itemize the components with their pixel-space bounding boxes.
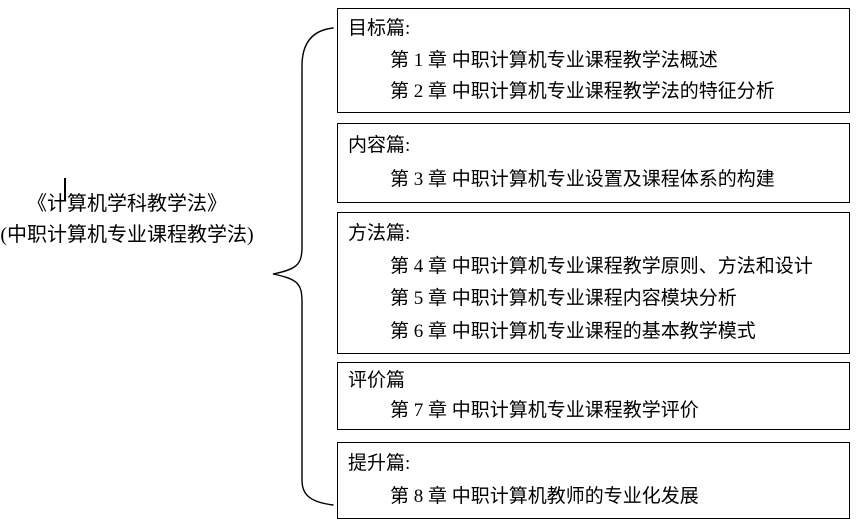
text-caret — [64, 178, 66, 200]
book-title-line1: 《计算机学科教学法》 — [27, 193, 227, 215]
chapter-line: 第 3 章 中职计算机专业设置及课程体系的构建 — [390, 168, 775, 190]
section-box: 目标篇: 第 1 章 中职计算机专业课程教学法概述第 2 章 中职计算机专业课程教… — [337, 8, 850, 113]
chapter-line: 第 7 章 中职计算机专业课程教学评价 — [390, 399, 699, 421]
section-heading: 提升篇: — [348, 453, 411, 475]
section-box: 方法篇: 第 4 章 中职计算机专业课程教学原则、方法和设计第 5 章 中职计算机… — [337, 212, 850, 354]
section-boxes: 目标篇: 第 1 章 中职计算机专业课程教学法概述第 2 章 中职计算机专业课程教… — [337, 0, 850, 527]
chapter-line: 第 1 章 中职计算机专业课程教学法概述 — [390, 49, 718, 71]
chapter-line: 第 2 章 中职计算机专业课程教学法的特征分析 — [390, 80, 775, 102]
section-box: 提升篇: 第 8 章 中职计算机教师的专业化发展 — [337, 442, 850, 519]
curly-brace-icon — [272, 27, 334, 506]
book-title-line2: (中职计算机专业课程教学法) — [0, 224, 254, 246]
section-heading: 目标篇: — [348, 18, 411, 40]
section-heading: 方法篇: — [348, 223, 411, 245]
chapter-line: 第 8 章 中职计算机教师的专业化发展 — [390, 485, 699, 507]
section-box: 内容篇: 第 3 章 中职计算机专业设置及课程体系的构建 — [337, 123, 850, 203]
chapter-line: 第 6 章 中职计算机专业课程的基本教学模式 — [390, 320, 756, 342]
chapter-line: 第 4 章 中职计算机专业课程教学原则、方法和设计 — [390, 255, 813, 277]
section-heading: 内容篇: — [348, 135, 411, 157]
section-box: 评价篇第 7 章 中职计算机专业课程教学评价 — [337, 362, 850, 430]
chapter-line: 第 5 章 中职计算机专业课程内容模块分析 — [390, 288, 737, 310]
section-heading: 评价篇 — [348, 370, 406, 392]
book-title: 《计算机学科教学法》 (中职计算机专业课程教学法) — [0, 189, 287, 251]
